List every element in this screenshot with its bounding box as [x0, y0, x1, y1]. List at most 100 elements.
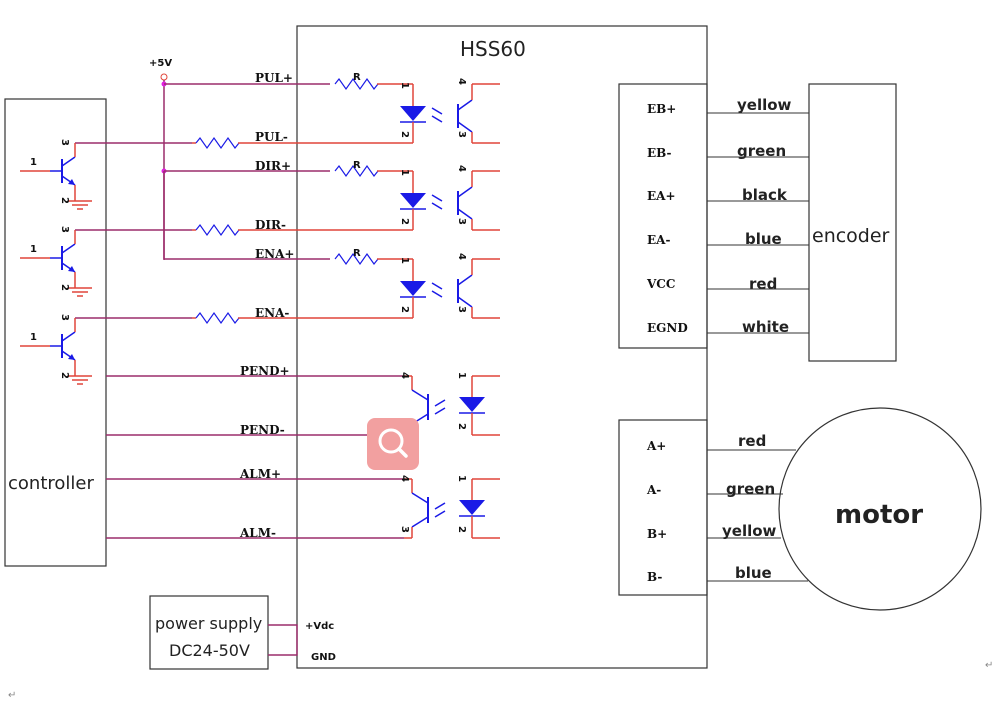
- motor-circle: [778, 407, 982, 611]
- controller-label: controller: [8, 473, 94, 494]
- pin-number: 1: [399, 82, 410, 89]
- light-arrow: [431, 290, 443, 298]
- pin-number: 2: [456, 423, 467, 430]
- pin-number: 3: [456, 218, 467, 225]
- pin-number: 2: [399, 218, 410, 225]
- emitter-arrow: [68, 354, 75, 360]
- pin-number: 2: [59, 197, 70, 204]
- driver-title: HSS60: [460, 37, 526, 61]
- power-wires: [268, 624, 298, 656]
- pin-number: 1: [30, 157, 37, 168]
- pin-number: 2: [59, 372, 70, 379]
- phototransistor-collector: [457, 274, 473, 286]
- encoder-pin-label: EA-: [647, 233, 670, 247]
- pin-number: 1: [399, 169, 410, 176]
- power-supply-line1: power supply: [155, 614, 262, 633]
- motor-pin-label: B-: [647, 570, 662, 584]
- resistor-label: R: [353, 72, 361, 83]
- wires-group: [75, 77, 808, 582]
- encoder-pin-label: VCC: [646, 277, 675, 291]
- return-mark: ↵: [985, 660, 994, 671]
- return-mark: ↵: [8, 690, 17, 701]
- phototransistor-collector: [457, 186, 473, 198]
- terminal-gnd: GND: [311, 652, 336, 663]
- light-arrow: [434, 399, 446, 407]
- motor-wire-color: blue: [735, 564, 772, 582]
- motor-terminal-box: [618, 419, 708, 596]
- motor-wire-color: red: [738, 432, 766, 450]
- resistor: [195, 223, 240, 237]
- resistor-label: R: [353, 160, 361, 171]
- resistor-label: R: [353, 248, 361, 259]
- power-supply-box: [149, 595, 269, 670]
- output-label-pend-plus: PEND+: [240, 364, 290, 378]
- light-arrow: [431, 107, 443, 115]
- input-label-ena-minus: ENA-: [255, 306, 289, 320]
- pin-number: 3: [59, 139, 70, 146]
- pin-number: 3: [399, 526, 410, 533]
- pin-number: 3: [456, 131, 467, 138]
- pin-number: 2: [59, 284, 70, 291]
- phototransistor-emitter: [457, 296, 473, 308]
- motor-wire-color: green: [726, 480, 775, 498]
- pin-number: 4: [456, 253, 467, 260]
- encoder-pin-label: EB-: [647, 146, 672, 160]
- transistor-collector: [61, 331, 76, 342]
- pin-number: 3: [59, 226, 70, 233]
- phototransistor-emitter: [457, 121, 473, 133]
- terminal-vdc: +Vdc: [305, 621, 334, 632]
- led-diode: [400, 106, 426, 121]
- encoder-wire-color: green: [737, 142, 786, 160]
- pin-number: 4: [399, 475, 410, 482]
- input-label-dir-minus: DIR-: [255, 218, 286, 232]
- driver-box: [296, 25, 708, 669]
- emitter-arrow: [68, 266, 75, 272]
- magnify-button[interactable]: [367, 418, 419, 470]
- phototransistor-collector: [411, 389, 429, 401]
- pin-number: 1: [456, 372, 467, 379]
- emitter-arrow: [68, 179, 75, 185]
- magnify-icon: [378, 428, 408, 458]
- motor-label: motor: [835, 500, 923, 530]
- led-diode: [459, 500, 485, 515]
- transistor-collector: [61, 156, 76, 167]
- phototransistor-collector: [411, 492, 429, 504]
- led-diode: [459, 397, 485, 412]
- resistor: [334, 164, 379, 178]
- pin-number: 1: [30, 244, 37, 255]
- transistors-group: 1 3 2 1 3 2 1 3 2: [20, 139, 92, 385]
- light-arrow: [431, 194, 443, 202]
- resistor: [334, 77, 379, 91]
- pin-number: 4: [456, 78, 467, 85]
- input-label-ena-plus: ENA+: [255, 247, 294, 261]
- pin-number: 3: [59, 314, 70, 321]
- pin-number: 1: [30, 332, 37, 343]
- pin-number: 2: [399, 306, 410, 313]
- motor-wire-color: yellow: [722, 522, 777, 540]
- encoder-box: [808, 83, 897, 362]
- light-arrow: [431, 202, 443, 210]
- encoder-pin-label: EB+: [647, 102, 676, 116]
- input-label-pul-minus: PUL-: [255, 130, 288, 144]
- light-arrow: [434, 502, 446, 510]
- pin-number: 1: [399, 257, 410, 264]
- encoder-wire-color: blue: [745, 230, 782, 248]
- supply-label: +5V: [149, 58, 172, 69]
- encoder-pin-label: EGND: [647, 321, 688, 335]
- led-diode: [400, 281, 426, 296]
- encoder-pin-label: EA+: [647, 189, 676, 203]
- light-arrow: [434, 510, 446, 518]
- motor-pin-label: B+: [647, 527, 667, 541]
- pin-number: 2: [456, 526, 467, 533]
- output-label-alm-plus: ALM+: [239, 467, 281, 481]
- pin-number: 1: [456, 475, 467, 482]
- encoder-wire-color: red: [749, 275, 777, 293]
- power-supply-line2: DC24-50V: [169, 641, 250, 660]
- phototransistor-emitter: [457, 208, 473, 220]
- resistor: [334, 252, 379, 266]
- encoder-wire-color: white: [742, 318, 789, 336]
- encoder-wires: EB+ EB- EA+ EA- VCC EGND yellow green bl…: [646, 96, 809, 336]
- light-arrow: [434, 407, 446, 415]
